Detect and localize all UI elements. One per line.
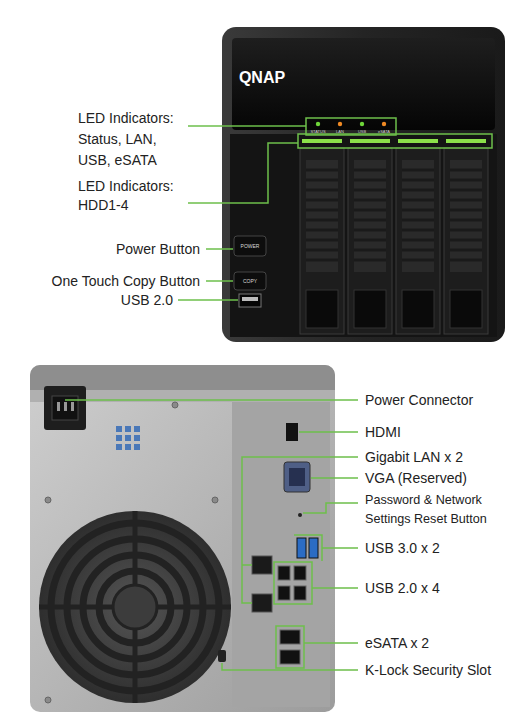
- callout-label: Gigabit LAN x 2: [365, 448, 463, 466]
- rear-device: [30, 365, 335, 712]
- callout-label: VGA (Reserved): [365, 469, 467, 487]
- status-leds: [316, 122, 386, 126]
- copy-button: [234, 272, 266, 290]
- usb-port: [239, 294, 261, 307]
- lan-port: [252, 556, 272, 574]
- callout-label: LED Indicators: Status, LAN, USB, eSATA: [78, 108, 183, 171]
- leader-lines: [65, 400, 358, 670]
- callout-label: HDMI: [365, 423, 401, 441]
- button-label: COPY: [243, 278, 257, 284]
- led-label: eSATA: [378, 129, 390, 134]
- leader-lines: [178, 118, 492, 300]
- reset-button: [298, 513, 302, 517]
- callout-label: eSATA x 2: [365, 634, 429, 652]
- callout-label: Power Button: [116, 240, 200, 258]
- callout-label: USB 3.0 x 2: [365, 539, 440, 557]
- button-label: POWER: [241, 243, 260, 249]
- lan-port: [252, 594, 272, 612]
- led-label: USB: [358, 129, 366, 134]
- hdmi-port: [286, 423, 298, 441]
- led-label: LAN: [336, 129, 344, 134]
- callout-label: USB 2.0: [121, 291, 173, 309]
- callout-label: One Touch Copy Button: [52, 272, 200, 290]
- brand-logo: QNAP: [239, 69, 285, 87]
- power-button: [234, 236, 266, 256]
- led-label: STATUS: [310, 129, 325, 134]
- callout-label: Power Connector: [365, 391, 473, 409]
- vent: [116, 426, 140, 450]
- callout-label: LED Indicators: HDD1-4: [78, 177, 183, 215]
- callout-label: K-Lock Security Slot: [365, 661, 491, 679]
- callout-label: Password & Network Settings Reset Button: [365, 491, 507, 529]
- vga-port: [284, 462, 310, 492]
- fan: [39, 511, 231, 703]
- power-connector: [44, 386, 86, 430]
- callout-label: USB 2.0 x 4: [365, 579, 440, 597]
- drive-bays: [300, 139, 488, 334]
- k-lock-slot: [218, 650, 226, 662]
- front-device: [222, 27, 505, 342]
